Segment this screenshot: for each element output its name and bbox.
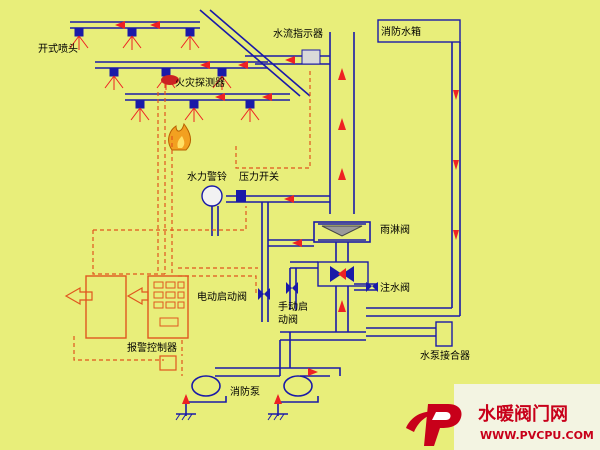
flow-arrow-icon <box>150 21 160 29</box>
manual-valve-icon <box>286 282 298 294</box>
water-gong-icon <box>201 185 223 207</box>
branch-pipe-middle <box>95 61 268 69</box>
flow-arrow-icon <box>238 61 248 69</box>
label-fire-detector: 火灾探测器 <box>175 76 225 89</box>
fire-detector-icon <box>161 75 179 85</box>
branch-flow-arrows <box>115 21 295 101</box>
label-open-sprinkler: 开式喷头 <box>38 42 78 55</box>
watermark: 水暖阀门网 WWW.PVCPU.COM <box>406 384 600 450</box>
flow-arrow-icon <box>115 21 125 29</box>
sprinkler-head-icon <box>240 99 260 122</box>
brand-logo-icon <box>406 404 462 446</box>
label-manual-valve-1: 手动启 <box>278 300 308 313</box>
pump-adapter <box>366 321 453 347</box>
sprinkler-head-icon <box>122 27 142 50</box>
supply-pipes <box>215 331 366 377</box>
alarm-line <box>201 185 330 276</box>
diagonal-main <box>199 9 311 97</box>
relay-box <box>159 355 177 371</box>
sprinkler-head-icon <box>104 67 124 90</box>
sprinkler-heads <box>69 27 260 122</box>
flow-arrow-icon <box>262 93 272 101</box>
riser-flow-arrows <box>338 68 346 180</box>
label-pump-adapter: 水泵接合器 <box>420 349 470 362</box>
branch-pipe-lower <box>125 93 290 101</box>
sprinkler-head-icon <box>212 67 232 90</box>
sprinkler-head-icon <box>184 99 204 122</box>
lower-riser <box>317 242 369 332</box>
input-arrow-icon <box>126 286 149 306</box>
signal-lines <box>73 68 311 376</box>
sprinkler-head-icon <box>69 27 89 50</box>
label-water-gong: 水力警铃 <box>187 170 227 183</box>
flame-icon <box>168 122 191 151</box>
pump-flow-arrow <box>308 368 318 376</box>
label-pressure-switch: 压力开关 <box>239 170 279 183</box>
panel-box <box>85 275 127 339</box>
flow-arrow-icon <box>215 93 225 101</box>
pressure-switch-icon <box>236 190 246 202</box>
fire-tank-box <box>377 19 461 43</box>
alarm-controller-box <box>147 275 189 339</box>
sprinkler-head-icon <box>180 27 200 50</box>
tank-flow-arrows <box>453 90 459 240</box>
pump-adapter-icon <box>435 321 453 347</box>
control-valves <box>258 261 318 322</box>
fire-pump-icon <box>175 375 227 421</box>
labels: 开式喷头 火灾探测器 水流指示器 消防水箱 水力警铃 压力开关 雨淋阀 注水阀 … <box>38 25 470 398</box>
label-water-fill-valve: 注水阀 <box>380 281 410 294</box>
flow-arrow-icon <box>200 61 210 69</box>
flow-indicator-icon <box>301 49 321 65</box>
fire-pumps <box>175 375 319 421</box>
label-fire-tank: 消防水箱 <box>381 25 421 38</box>
sprinkler-branches <box>70 9 330 101</box>
electric-valve-icon <box>258 288 270 300</box>
branch-pipe-top <box>70 21 200 29</box>
tank-down-pipe <box>366 42 461 317</box>
fill-valve-branch <box>354 282 378 292</box>
fire-pump-icon <box>267 375 319 421</box>
sprinkler-head-icon <box>130 99 150 122</box>
watermark-brand: 水暖阀门网 <box>478 403 568 425</box>
riser <box>301 32 355 214</box>
label-flow-indicator: 水流指示器 <box>273 27 323 40</box>
deluge-valve-icon <box>321 225 363 237</box>
label-manual-valve-2: 动阀 <box>278 313 298 326</box>
flow-arrow-icon <box>285 56 295 64</box>
tank-line <box>366 19 461 317</box>
riser-pipe <box>329 32 355 214</box>
deluge-valve <box>313 221 371 243</box>
label-electric-valve: 电动启动阀 <box>197 290 247 303</box>
fill-valve-icon <box>366 282 378 292</box>
label-deluge-valve: 雨淋阀 <box>380 223 410 236</box>
watermark-url: WWW.PVCPU.COM <box>480 429 594 442</box>
fire-detector <box>161 75 179 85</box>
label-fire-pump: 消防泵 <box>230 385 260 398</box>
alarm-controller <box>64 275 189 371</box>
label-alarm-controller: 报警控制器 <box>127 341 177 354</box>
output-arrow-icon <box>64 286 93 306</box>
